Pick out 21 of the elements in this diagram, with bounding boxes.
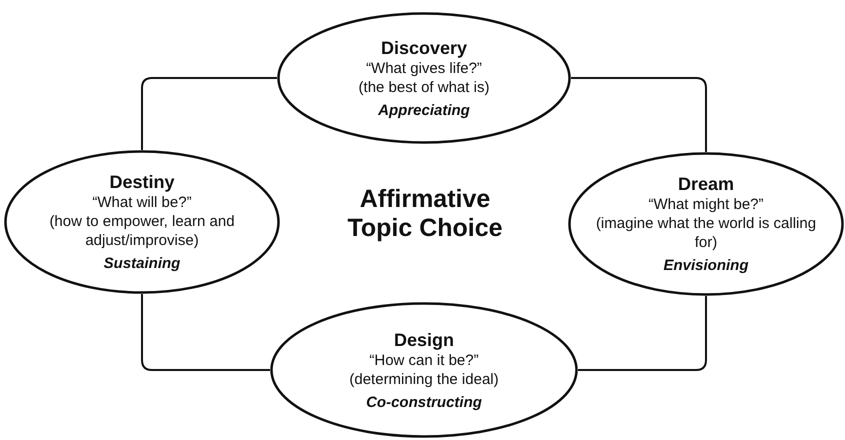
phase-question: “What might be?” (648, 195, 764, 214)
center-heading: Affirmative Topic Choice (346, 185, 504, 243)
phase-description: (the best of what is) (358, 78, 490, 96)
phase-title: Design (394, 328, 454, 350)
phase-description: (imagine what the world is calling for) (595, 214, 817, 252)
phase-activity: Appreciating (378, 100, 470, 120)
phase-description: (determining the ideal) (349, 370, 499, 388)
phase-description: (how to empower, learn and adjust/improvise) (48, 212, 236, 250)
phase-question: “How can it be?” (369, 350, 479, 370)
connector-line (141, 77, 277, 150)
connector-line (578, 296, 707, 371)
phase-title: Discovery (380, 36, 468, 58)
phase-title: Destiny (109, 171, 175, 193)
connector-line (141, 294, 270, 371)
phase-activity: Envisioning (663, 256, 748, 275)
phase-title: Dream (678, 173, 734, 195)
phase-question: “What will be?” (92, 193, 192, 212)
phase-activity: Co-constructing (366, 392, 482, 412)
phase-activity: Sustaining (104, 254, 180, 273)
connector-line (571, 77, 707, 152)
phase-question: “What gives life?” (366, 58, 482, 78)
